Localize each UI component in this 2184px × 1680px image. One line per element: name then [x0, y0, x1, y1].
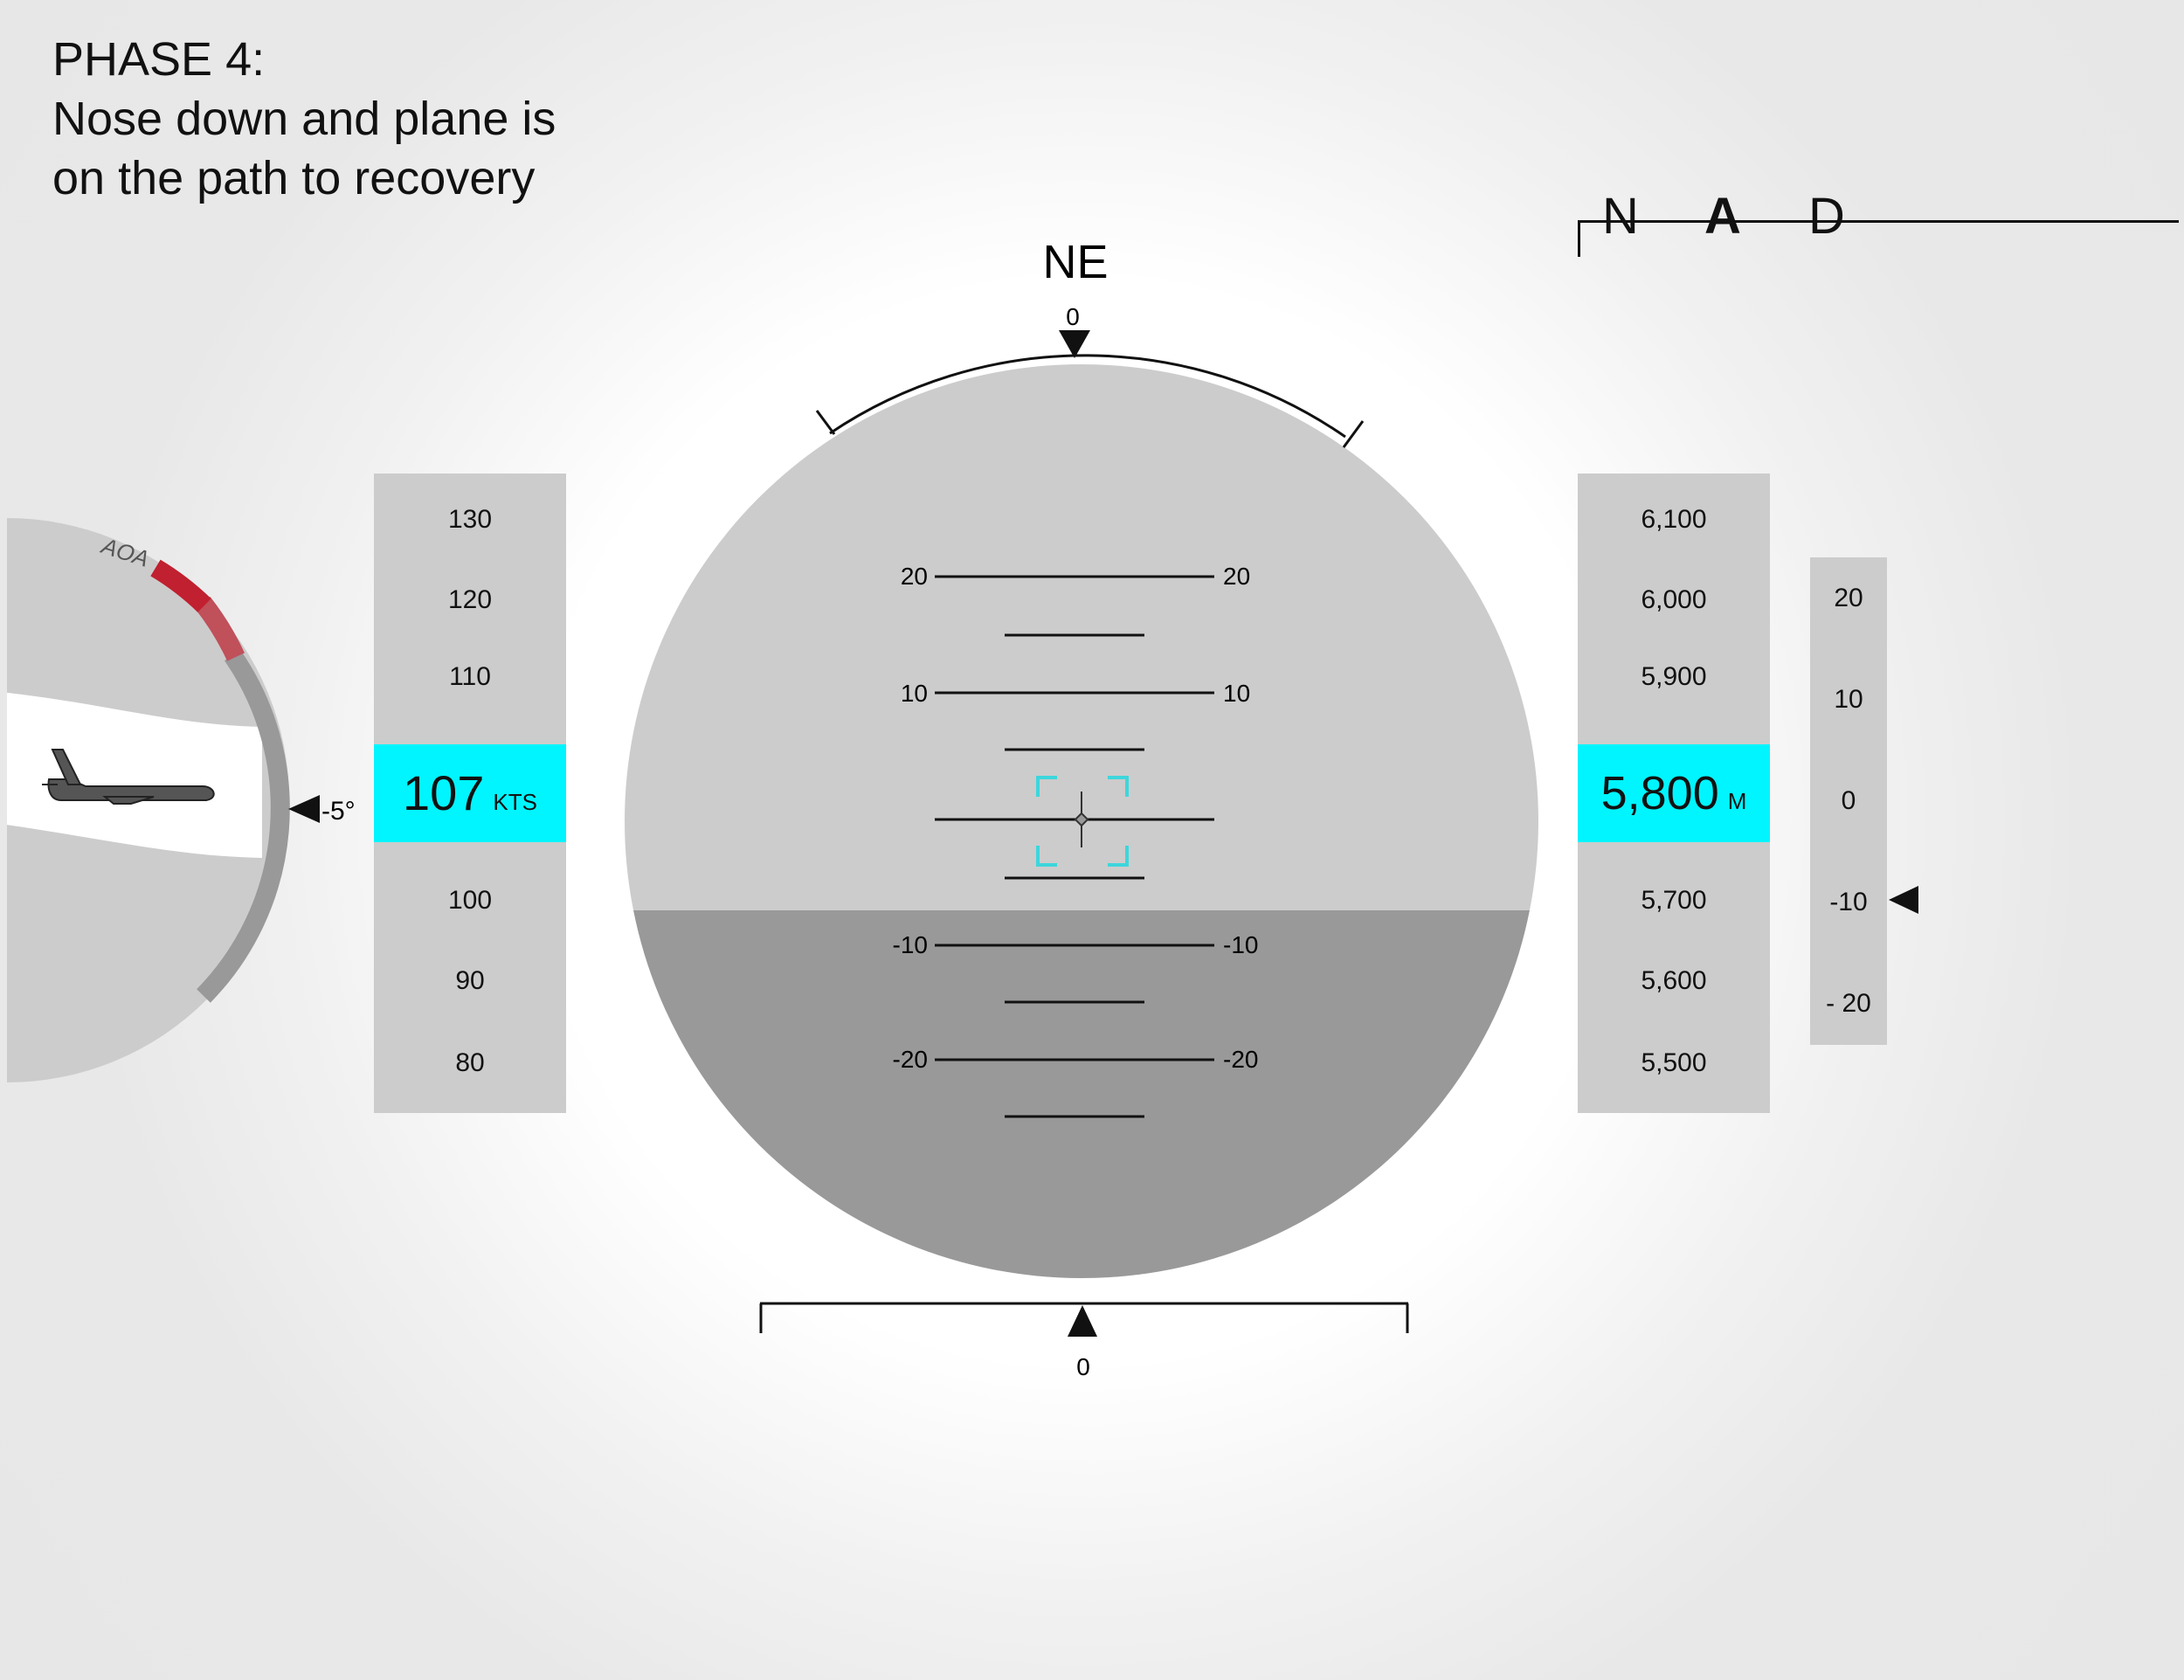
altitude-tick: 5,700	[1641, 886, 1707, 915]
pitch-label-20-left: 20	[901, 563, 928, 590]
vs-pointer-icon	[1889, 886, 1918, 914]
speed-value: 107	[402, 765, 485, 820]
bank-arc	[829, 354, 1346, 439]
mode-a-button[interactable]: A	[1704, 188, 1741, 245]
mode-selector: N A D	[1578, 183, 2181, 257]
mode-selector-bracket	[1578, 220, 2179, 223]
vs-tick: 0	[1841, 786, 1856, 815]
mode-selector-bracket-left	[1578, 220, 1580, 257]
altitude-unit: M	[1727, 788, 1747, 814]
aircraft-icon	[47, 749, 215, 805]
altitude-readout: 5,800 M	[1578, 744, 1770, 842]
vs-tick: - 20	[1826, 989, 1871, 1018]
speed-tick: 100	[447, 886, 493, 915]
vertical-speed-tape: 20 10 0 -10 - 20	[1810, 557, 1887, 1045]
bank-pointer-icon	[1068, 1305, 1097, 1337]
aoa-value: -5°	[321, 797, 356, 826]
speed-tick: 110	[449, 662, 491, 691]
bank-tick-left	[815, 410, 836, 435]
altitude-tick: 5,900	[1641, 662, 1707, 691]
pitch-label-minus-20-left: -20	[893, 1046, 928, 1073]
heading-pointer-icon	[1059, 330, 1090, 358]
altitude-tick: 6,000	[1641, 585, 1707, 614]
crosshair-icon	[1036, 776, 1129, 867]
pitch-ladder: 20 20 10 10 -10 -10 -20 -20	[893, 563, 1258, 1118]
altitude-tick: 5,500	[1641, 1048, 1707, 1077]
altitude-value: 5,800	[1600, 767, 1719, 819]
caption-line-1: PHASE 4:	[52, 33, 266, 86]
slip-indicator: 0	[759, 1302, 1409, 1380]
speed-tick: 120	[447, 585, 493, 614]
vs-tick: -10	[1829, 888, 1868, 916]
ground-area	[625, 910, 1538, 1278]
aoa-arc-normal	[197, 649, 290, 1003]
pitch-label-minus-10-right: -10	[1223, 931, 1258, 958]
phase-caption: PHASE 4: Nose down and plane is on the p…	[52, 30, 556, 208]
speed-tick: 130	[447, 505, 493, 534]
mode-d-button[interactable]: D	[1808, 188, 1845, 245]
aoa-pointer-icon	[288, 795, 320, 823]
caption-line-2: Nose down and plane is	[52, 93, 556, 145]
caption-line-3: on the path to recovery	[52, 152, 536, 204]
speed-tick: 80	[455, 1048, 485, 1077]
vs-tick: 20	[1834, 584, 1863, 612]
aircraft-reference-mark	[1074, 792, 1089, 847]
heading-label: NE	[1042, 236, 1108, 288]
bank-tick-right	[1342, 420, 1365, 448]
pitch-label-minus-20-right: -20	[1223, 1046, 1258, 1073]
pitch-label-minus-10-left: -10	[893, 931, 928, 958]
pitch-label-10-left: 10	[901, 680, 928, 707]
heading-top-value: 0	[1066, 303, 1080, 330]
aoa-gauge: AOA -5°	[7, 518, 356, 1082]
mode-n-button[interactable]: N	[1602, 188, 1639, 245]
sky-area	[625, 364, 1538, 910]
aoa-flight-path-band	[7, 692, 262, 858]
altitude-tick: 5,600	[1641, 966, 1707, 995]
attitude-indicator	[625, 364, 1538, 1278]
speed-readout: 107 KTS	[374, 744, 566, 842]
vs-tick: 10	[1834, 685, 1863, 714]
speed-unit: KTS	[493, 789, 537, 815]
aoa-arc-warning	[150, 559, 211, 613]
pitch-label-10-right: 10	[1223, 680, 1250, 707]
pitch-label-20-right: 20	[1223, 563, 1250, 590]
altitude-tick: 6,100	[1641, 505, 1707, 534]
bank-bottom-value: 0	[1076, 1353, 1090, 1380]
speed-tick: 90	[455, 966, 485, 995]
